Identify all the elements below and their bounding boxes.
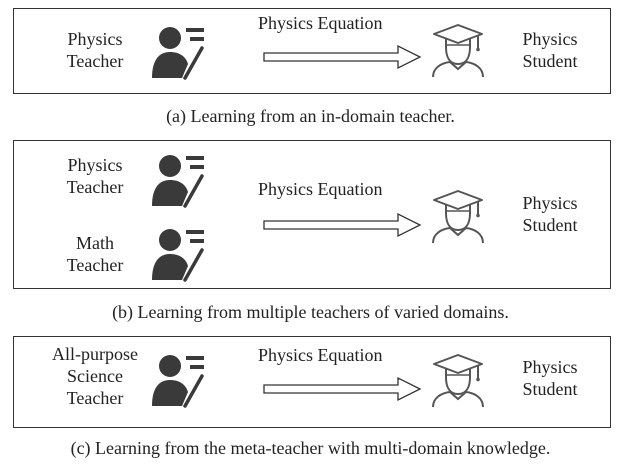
panel-b xyxy=(13,140,611,289)
caption-a: (a) Learning from an in-domain teacher. xyxy=(166,106,455,126)
panel-a xyxy=(13,8,611,94)
hollow-right-arrow xyxy=(262,376,422,402)
edge-label-physics-equation: Physics Equation xyxy=(258,345,383,365)
panel-c xyxy=(13,336,611,428)
hollow-right-arrow xyxy=(262,212,422,238)
graduate-student-icon xyxy=(430,352,486,408)
teacher-icon xyxy=(148,24,212,80)
hollow-right-arrow xyxy=(262,44,422,70)
graduate-student-icon xyxy=(430,22,486,78)
teacher-icon xyxy=(148,226,212,282)
teacher-icon xyxy=(148,352,212,408)
edge-label-physics-equation: Physics Equation xyxy=(258,179,383,199)
edge-label-physics-equation: Physics Equation xyxy=(258,13,383,33)
teacher-icon xyxy=(148,152,212,208)
caption-c: (c) Learning from the meta-teacher with … xyxy=(70,438,551,458)
graduate-student-icon xyxy=(430,188,486,244)
caption-b: (b) Learning from multiple teachers of v… xyxy=(112,302,509,322)
